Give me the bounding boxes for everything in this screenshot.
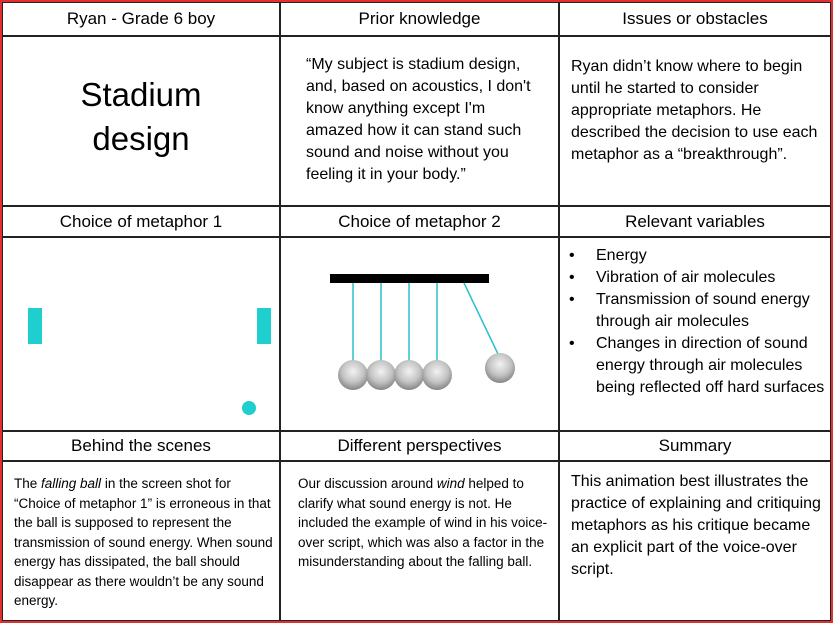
header-issues: Issues or obstacles bbox=[559, 2, 831, 36]
cradle-string-5 bbox=[463, 282, 499, 355]
header-prior-knowledge-text: Prior knowledge bbox=[358, 9, 481, 28]
header-variables: Relevant variables bbox=[559, 206, 831, 237]
cradle-ball-3 bbox=[394, 360, 424, 390]
left-paddle bbox=[28, 308, 42, 344]
variable-item: Vibration of air molecules bbox=[566, 267, 828, 289]
issues-text: Ryan didn’t know where to begin until he… bbox=[571, 58, 818, 163]
header-student: Ryan - Grade 6 boy bbox=[2, 2, 280, 36]
behind-scenes-text-post: in the screen shot for “Choice of metaph… bbox=[14, 476, 273, 608]
header-summary-text: Summary bbox=[658, 436, 732, 455]
header-variables-text: Relevant variables bbox=[625, 211, 765, 231]
perspectives-cell: Our discussion around wind helped to cla… bbox=[280, 461, 559, 621]
summary-cell: This animation best illustrates the prac… bbox=[559, 461, 831, 621]
behind-scenes-text-emphasis: falling ball bbox=[41, 476, 102, 491]
header-metaphor-2-text: Choice of metaphor 2 bbox=[338, 211, 501, 231]
cradle-ball-2 bbox=[366, 360, 396, 390]
cradle-ball-5 bbox=[485, 353, 515, 383]
cradle-ball-1 bbox=[338, 360, 368, 390]
variable-item: Energy bbox=[566, 245, 828, 267]
newtons-cradle bbox=[330, 274, 499, 362]
header-metaphor-2: Choice of metaphor 2 bbox=[280, 206, 559, 237]
metaphor-2-cell bbox=[280, 237, 559, 431]
issues-cell: Ryan didn’t know where to begin until he… bbox=[559, 36, 831, 206]
subject-title: Stadium design bbox=[3, 73, 279, 161]
variables-list: Energy Vibration of air molecules Transm… bbox=[566, 245, 828, 399]
behind-scenes-text-pre: The bbox=[14, 476, 42, 491]
subject-title-line2: design bbox=[92, 120, 190, 157]
header-behind-scenes: Behind the scenes bbox=[2, 431, 280, 461]
header-issues-text: Issues or obstacles bbox=[622, 9, 768, 28]
perspectives-text-emphasis: wind bbox=[436, 476, 465, 491]
subject-cell: Stadium design bbox=[2, 36, 280, 206]
behind-scenes-cell: The falling ball in the screen shot for … bbox=[2, 461, 280, 621]
subject-title-line1: Stadium bbox=[80, 76, 202, 113]
header-behind-scenes-text: Behind the scenes bbox=[71, 436, 211, 455]
header-summary: Summary bbox=[559, 431, 831, 461]
cradle-bar bbox=[330, 274, 489, 283]
right-paddle bbox=[257, 308, 271, 344]
prior-knowledge-text: “My subject is stadium design, and, base… bbox=[306, 56, 531, 183]
header-student-text: Ryan - Grade 6 boy bbox=[66, 9, 216, 28]
perspectives-text-pre: Our discussion around bbox=[298, 476, 437, 491]
falling-ball bbox=[242, 401, 256, 415]
header-metaphor-1: Choice of metaphor 1 bbox=[2, 206, 280, 237]
variables-cell: Energy Vibration of air molecules Transm… bbox=[559, 237, 831, 431]
perspectives-text-post: helped to clarify what sound energy is n… bbox=[298, 476, 548, 569]
metaphor-1-cell bbox=[2, 237, 280, 431]
behind-scenes-text: The falling ball in the screen shot for … bbox=[14, 474, 276, 611]
variable-item: Changes in direction of sound energy thr… bbox=[566, 333, 828, 399]
header-prior-knowledge: Prior knowledge bbox=[280, 2, 559, 36]
summary-text: This animation best illustrates the prac… bbox=[571, 473, 821, 578]
perspectives-text: Our discussion around wind helped to cla… bbox=[298, 474, 554, 572]
variable-item: Transmission of sound energy through air… bbox=[566, 289, 828, 333]
cradle-ball-4 bbox=[422, 360, 452, 390]
header-metaphor-1-text: Choice of metaphor 1 bbox=[59, 211, 223, 231]
prior-knowledge-cell: “My subject is stadium design, and, base… bbox=[280, 36, 559, 206]
header-perspectives-text: Different perspectives bbox=[337, 436, 502, 455]
header-perspectives: Different perspectives bbox=[280, 431, 559, 461]
